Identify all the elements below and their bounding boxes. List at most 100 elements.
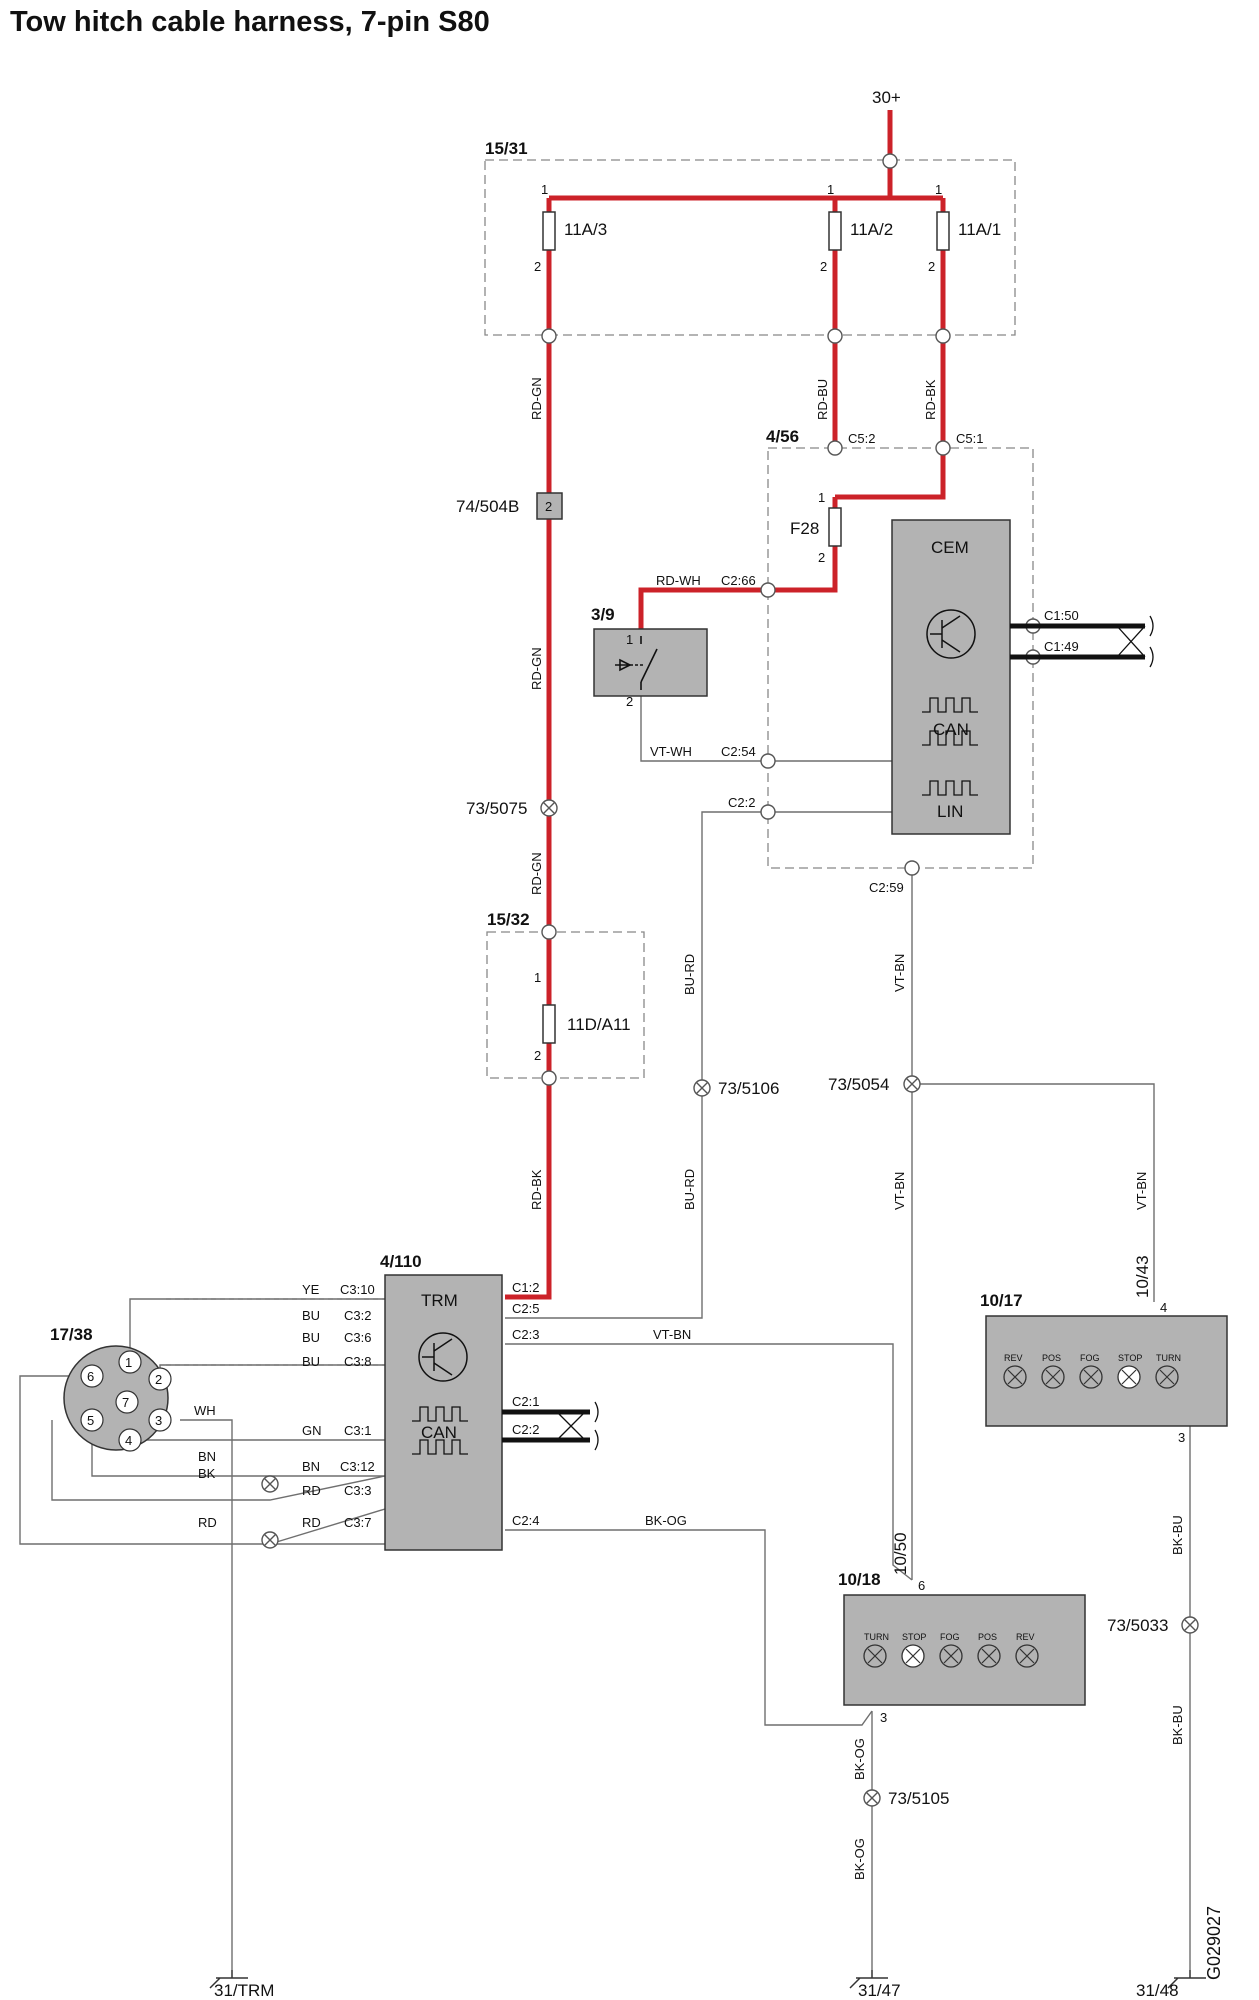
trm-c3-3: C3:3: [344, 1483, 371, 1498]
trm-c3-7: C3:7: [344, 1515, 371, 1530]
pin-1-b: 1: [827, 182, 834, 197]
splice-rd-icon: [261, 1531, 279, 1549]
cem-lin-label: LIN: [937, 802, 963, 821]
lamp-label-rev: REV: [1016, 1632, 1035, 1642]
socket-pin-4: 4: [125, 1433, 132, 1448]
trm-c3-1: C3:1: [344, 1423, 371, 1438]
pin-2-switch: 2: [626, 694, 633, 709]
wire-rd-1: RD: [302, 1483, 321, 1498]
cem-can-label: CAN: [933, 720, 969, 739]
splice-5033-icon: [1181, 1616, 1199, 1634]
trm-can-wave-icon: [412, 1406, 468, 1455]
cem-transistor-icon: [926, 609, 976, 659]
trm-c3-2: C3:2: [344, 1308, 371, 1323]
box-label-15-32: 15/32: [487, 910, 530, 929]
fuse-11a-1: [936, 211, 950, 251]
wire-vt-bn-2: VT-BN: [892, 1172, 907, 1210]
trm-c2-5: C2:5: [512, 1301, 539, 1316]
cem-block-outline: [767, 447, 1034, 869]
wire-rd-2: RD: [198, 1515, 217, 1530]
wire-rd-gn-1: RD-GN: [529, 377, 544, 420]
trm-module: [384, 1274, 503, 1551]
lamp-left-pin-3: 3: [880, 1710, 887, 1725]
box-label-4-110: 4/110: [380, 1252, 422, 1271]
pin-2-f28: 2: [818, 550, 825, 565]
wire-bn-1: BN: [198, 1449, 216, 1464]
wire-bk-bu-1: BK-BU: [1170, 1515, 1185, 1555]
ground-label-trm: 31/TRM: [214, 1981, 274, 2000]
lamp-label-stop: STOP: [902, 1632, 926, 1642]
lamp-bulb-turn: TURN: [1155, 1353, 1181, 1389]
cem-can-wave-icon: [922, 697, 978, 746]
ground-48-icon: [1167, 1970, 1206, 1989]
trm-c2-1: C2:1: [512, 1394, 539, 1409]
cem-c2-54: C2:54: [721, 744, 756, 759]
wire-bk-og-1: BK-OG: [852, 1738, 867, 1780]
lamp-bulb-rev: REV: [1003, 1353, 1027, 1389]
fuse-label-11a-3: 11A/3: [564, 220, 607, 239]
pin-1-switch: 1: [626, 632, 633, 647]
lamp-right-pin-3: 3: [1178, 1430, 1185, 1445]
socket-pin-1: 1: [125, 1355, 132, 1370]
wire-rd-bk-1: RD-BK: [529, 1169, 544, 1210]
lamps-right: REV POS FOG STOP TURN: [1003, 1353, 1181, 1389]
trm-transistor-icon: [418, 1332, 468, 1382]
pin-1-lower: 1: [534, 970, 541, 985]
wire-vt-wh: VT-WH: [650, 744, 692, 759]
pin-2-c: 2: [928, 259, 935, 274]
fuse-label-11a-2: 11A/2: [850, 220, 893, 239]
fuse-box-upper-outline: [484, 159, 1016, 336]
lamp-ref-10-43: 10/43: [1133, 1255, 1152, 1298]
box-label-10-17: 10/17: [980, 1291, 1023, 1310]
wire-bn-2: BN: [302, 1459, 320, 1474]
lamp-bulb-fog: FOG: [939, 1632, 963, 1668]
wire-bu-rd-1: BU-RD: [682, 954, 697, 995]
cem-c1-49: C1:49: [1044, 639, 1079, 654]
trm-c3-8: C3:8: [344, 1354, 371, 1369]
fuse-11a-2: [828, 211, 842, 251]
lamp-label-rev: REV: [1004, 1353, 1023, 1363]
splice-label-5054: 73/5054: [828, 1075, 889, 1094]
wire-rd-gn-3: RD-GN: [529, 852, 544, 895]
diagram-title: Tow hitch cable harness, 7-pin S80: [10, 6, 490, 38]
connector-74-label: 74/504B: [456, 497, 519, 516]
wire-rd-wh: RD-WH: [656, 573, 701, 588]
connector-74-pin: 2: [545, 499, 552, 514]
lamp-bulb-pos: POS: [977, 1632, 1001, 1668]
trm-c2-4: C2:4: [512, 1513, 539, 1528]
splice-label-5033: 73/5033: [1107, 1616, 1168, 1635]
cem-module: [891, 519, 1011, 835]
fuse-label-f28: F28: [790, 519, 819, 538]
wire-bu-rd-2: BU-RD: [682, 1169, 697, 1210]
cem-c1-50: C1:50: [1044, 608, 1079, 623]
pin-1-a: 1: [541, 182, 548, 197]
pin-2-a: 2: [534, 259, 541, 274]
supply-label: 30+: [872, 88, 901, 107]
splice-points: [261, 799, 1199, 1807]
lamp-label-pos: POS: [1042, 1353, 1061, 1363]
wire-bk-bu-2: BK-BU: [1170, 1705, 1185, 1745]
ground-label-48: 31/48: [1136, 1981, 1179, 2000]
splice-5075-icon: [540, 799, 558, 817]
wire-rd-gn-2: RD-GN: [529, 647, 544, 690]
wire-rd-bk-2: RD-BK: [923, 379, 938, 420]
connector-74-504b: [536, 492, 563, 520]
splice-5054-icon: [903, 1075, 921, 1093]
cem-c2-59: C2:59: [869, 880, 904, 895]
socket-pin-6: 6: [87, 1369, 94, 1384]
image-code: G029027: [1204, 1905, 1224, 1980]
lamp-right-pin-4: 4: [1160, 1300, 1167, 1315]
box-label-3-9: 3/9: [591, 605, 615, 624]
ground-label-47: 31/47: [858, 1981, 901, 2000]
lamp-label-fog: FOG: [1080, 1353, 1100, 1363]
trm-c3-10: C3:10: [340, 1282, 375, 1297]
trm-c2-3: C2:3: [512, 1327, 539, 1342]
fuse-f28: [828, 507, 842, 547]
wire-vt-bn-3: VT-BN: [1134, 1172, 1149, 1210]
pin-1-f28: 1: [818, 490, 825, 505]
wire-bu-3: BU: [302, 1354, 320, 1369]
lamp-label-stop: STOP: [1118, 1353, 1142, 1363]
trm-c3-6: C3:6: [344, 1330, 371, 1345]
pin-1-c: 1: [935, 182, 942, 197]
